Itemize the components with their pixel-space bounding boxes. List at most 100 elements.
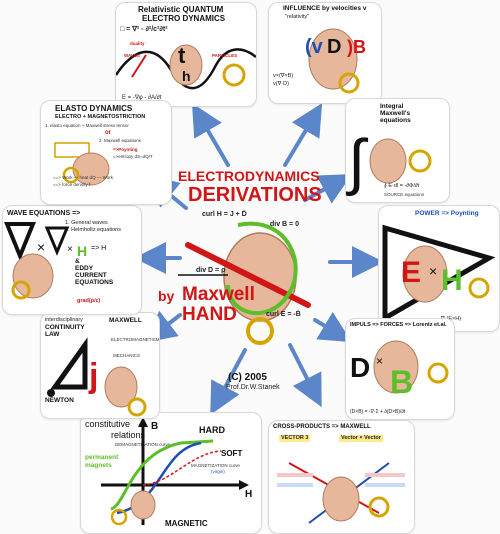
- svg-text:H: H: [77, 243, 87, 259]
- svg-text:=> H: => H: [91, 245, 106, 252]
- influence-eq-1: v×(∇×B): [273, 73, 294, 79]
- continuity-mech: MECHANICS: [113, 353, 141, 358]
- impulse-title: IMPULS => FORCES => Lorentz et.al.: [350, 322, 447, 328]
- power-title: POWER => Poynting: [415, 210, 479, 217]
- cross-hand-icon: [277, 462, 405, 524]
- arrow-to-cross: [288, 343, 322, 408]
- center-maxwell-hand-icon: [178, 221, 311, 345]
- quantum-duality-left: duality: [130, 41, 145, 46]
- arrow-to-influence: [283, 103, 323, 167]
- cross-vv: Vector × Vector: [339, 435, 383, 442]
- constitutive-magnetic: MAGNETIC: [165, 519, 208, 528]
- quantum-particles-label: PARTICLES: [212, 53, 238, 58]
- center-hand: HAND: [182, 304, 237, 325]
- svg-text:H: H: [441, 264, 463, 297]
- panel-constitutive: constitutive relations DEMAGNETIZATION c…: [80, 412, 262, 534]
- arrow-to-impulse: [313, 311, 352, 343]
- svg-text:)B: )B: [347, 37, 366, 57]
- elasto-item-2: 2. Maxwell equations: [99, 138, 142, 143]
- elasto-work: ==> Work — heat dQ — Work: [53, 175, 113, 180]
- panel-influence: INFLUENCE by velocities v "relativity" (…: [268, 2, 382, 104]
- svg-text:×: ×: [429, 263, 437, 279]
- quantum-title-2: ELECTRO DYNAMICS: [142, 14, 226, 23]
- integral-hand-icon: ∫: [346, 128, 432, 197]
- continuity-title-2: CONTINUITY: [45, 324, 85, 331]
- influence-hand-icon: (v D )B: [305, 28, 366, 94]
- svg-text:t: t: [178, 43, 186, 68]
- svg-text:×: ×: [67, 244, 73, 255]
- wave-hand-icon: × × H => H: [4, 222, 106, 300]
- constitutive-axis-h: H: [245, 489, 253, 500]
- panel-elasto: ELASTO DYNAMICS ELECTRO + MAGNETOSTRICTI…: [40, 100, 172, 205]
- center-by: by: [158, 288, 175, 304]
- wave-eddy-1: &: [75, 258, 80, 265]
- influence-sub: "relativity": [285, 14, 310, 20]
- quantum-eq-top: □ = ∇² - ∂²/c²∂t²: [120, 26, 168, 33]
- wave-eddy-4: EQUATIONS: [75, 279, 114, 286]
- integral-title-2: Maxwell's: [380, 110, 411, 117]
- continuity-title-3: LAW: [45, 331, 60, 338]
- continuity-newton: NEWTON: [45, 397, 74, 404]
- center-div-b: div B = 0: [270, 221, 299, 228]
- svg-text:j: j: [88, 357, 98, 395]
- arrow-to-integral: [303, 174, 353, 204]
- constitutive-magnets: magnets: [85, 462, 112, 469]
- impulse-hand-icon: D × B: [350, 340, 449, 400]
- panel-quantum: Relativistic QUANTUM ELECTRO DYNAMICS □ …: [115, 2, 257, 107]
- constitutive-title-1: constitutive: [85, 419, 131, 429]
- power-hand-icon: E × H: [382, 224, 496, 323]
- arrow-to-quantum: [191, 103, 230, 167]
- constitutive-soft: SOFT: [221, 449, 243, 458]
- center-div-d: div D = ρ: [196, 267, 226, 274]
- center-maxwell: Maxwell: [182, 284, 255, 305]
- elasto-hand-icon: [54, 142, 110, 186]
- continuity-title-1: interdisciplinary: [45, 317, 83, 323]
- svg-text:D: D: [350, 352, 370, 383]
- center-title-2: DERIVATIONS: [188, 184, 322, 206]
- center-curl-e: curl E = -Ḃ: [266, 311, 301, 318]
- quantum-eq-bottom: E = -∇φ - ∂A/∂t: [122, 95, 162, 101]
- constitutive-title-2: relations: [111, 430, 146, 440]
- integral-note: SOURCE equations: [384, 192, 425, 197]
- center-author: Prof.Dr.W.Stanek: [226, 384, 280, 391]
- integral-eq: ∮ E·dl = -∂Φ/∂t: [384, 183, 420, 189]
- svg-text:(v: (v: [305, 36, 324, 58]
- center-title-1: ELECTRODYNAMICS: [178, 168, 320, 184]
- quantum-wave-hand-icon: t h: [116, 43, 256, 90]
- svg-text:∫: ∫: [346, 128, 369, 197]
- constitutive-axis-b: B: [151, 421, 159, 432]
- svg-text:×: ×: [376, 354, 383, 368]
- wave-item-1: 1. General waves: [65, 220, 108, 226]
- elasto-entropy: =>entropy dS=dQ/T: [113, 154, 153, 159]
- cross-title: CROSS-PRODUCTS => MAXWELL: [273, 424, 371, 430]
- svg-text:D: D: [327, 36, 341, 58]
- integral-title-1: Integral: [380, 103, 404, 110]
- panel-wave: WAVE EQUATIONS => 1. General waves 2. He…: [2, 205, 142, 315]
- panel-integral: Integral Maxwell's equations ∫ ∮ E·dl = …: [345, 98, 450, 203]
- cross-v3: VECTOR 3: [279, 435, 311, 442]
- continuity-em: ELECTROMAGNETISM: [111, 337, 160, 342]
- constitutive-hard: HARD: [199, 425, 225, 435]
- wave-item-2: 2. Helmholtz equations: [65, 227, 121, 233]
- constitutive-hysteresis-icon: [101, 417, 249, 526]
- quantum-title-1: Relativistic QUANTUM: [138, 5, 224, 14]
- center-copyright: (C) 2005: [228, 372, 267, 383]
- arrow-to-constitutive: [210, 348, 247, 416]
- continuity-hand-icon: j: [47, 337, 147, 417]
- elasto-force: ==> force density f: [53, 182, 91, 187]
- integral-title-3: equations: [380, 117, 411, 124]
- wave-eddy-3: CURRENT: [75, 272, 107, 279]
- panel-power: POWER => Poynting E × H ∇·(E×H): [378, 205, 500, 332]
- wave-title: WAVE EQUATIONS =>: [7, 210, 81, 217]
- influence-title: INFLUENCE by velocities v: [283, 5, 367, 12]
- constitutive-permanent: permanent: [85, 454, 119, 461]
- constitutive-virgin: (virgin): [211, 469, 225, 474]
- svg-text:E: E: [401, 256, 421, 289]
- quantum-waves-label: WAVES: [124, 53, 140, 58]
- power-eq: ∇·(E×H): [441, 316, 462, 322]
- elasto-item-1: 1. elasto equation + Maxwell stress tens…: [45, 123, 129, 128]
- panel-cross: CROSS-PRODUCTS => MAXWELL VECTOR 3 Vecto…: [268, 420, 415, 534]
- panel-continuity: interdisciplinary CONTINUITY LAW MAXWELL…: [40, 312, 160, 419]
- panel-impulse: IMPULS => FORCES => Lorentz et.al. D × B…: [345, 318, 455, 420]
